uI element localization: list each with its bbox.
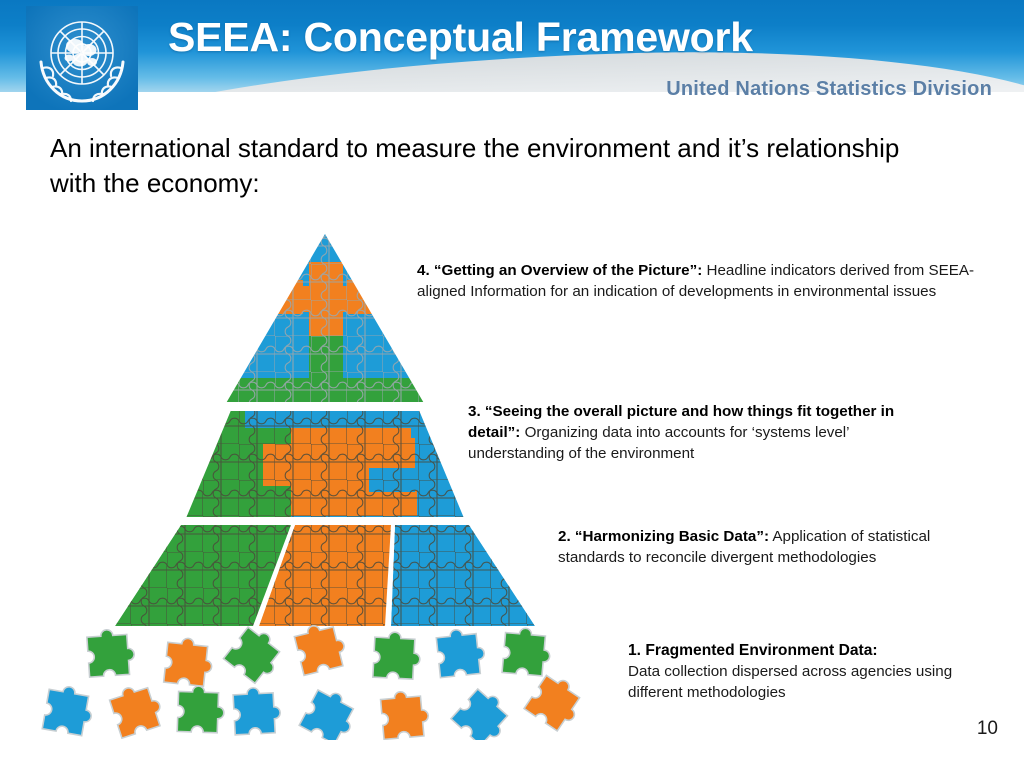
header-wave-base (0, 92, 1024, 115)
un-emblem-icon (26, 6, 138, 110)
pyramid-tier-middle (185, 410, 465, 518)
note-item-2: 2. “Harmonizing Basic Data”: Application… (558, 527, 978, 569)
organization-label: United Nations Statistics Division (666, 78, 992, 100)
note-3-heading: “Seeing the overall picture and how thin… (468, 403, 895, 441)
note-1-number: 1. (628, 642, 642, 659)
note-4-heading: “Getting an Overview of the Picture”: (433, 262, 703, 279)
note-1-body: Data collection dispersed across agencie… (628, 662, 953, 701)
note-3-body: Organizing data into accounts for ‘syste… (468, 423, 849, 462)
page-number: 10 (976, 718, 998, 739)
note-4-body: Headline indicators derived from SEEA-al… (417, 262, 975, 300)
note-item-1: 1. Fragmented Environment Data: Data col… (628, 640, 998, 703)
page-title: SEEA: Conceptual Framework (168, 14, 753, 60)
note-2-body: Application of statistical standards to … (558, 528, 931, 566)
note-1-heading: Fragmented Environment Data: (645, 642, 878, 659)
scattered-puzzle-pieces (30, 618, 630, 740)
note-2-number: 2. (558, 528, 571, 545)
note-3-number: 3. (468, 403, 481, 420)
note-item-3: 3. “Seeing the overall picture and how t… (468, 402, 948, 464)
pyramid-tier-bottom (115, 525, 535, 626)
seea-pyramid-diagram (95, 228, 555, 628)
note-item-4: 4. “Getting an Overview of the Picture”:… (417, 261, 979, 303)
pyramid-tier-top (225, 232, 425, 403)
note-4-number: 4. (417, 262, 430, 279)
slide-subtitle: An international standard to measure the… (50, 133, 900, 198)
slide-header: SEEA: Conceptual Framework United Nation… (0, 0, 1024, 115)
note-2-heading: “Harmonizing Basic Data”: (574, 528, 770, 545)
